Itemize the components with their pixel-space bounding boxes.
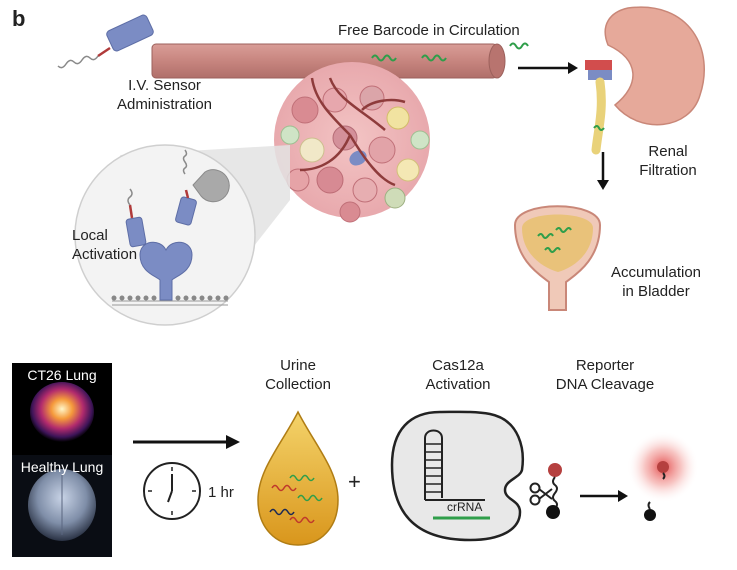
- kidney-icon: [585, 6, 705, 155]
- urine-drop-icon: [257, 410, 339, 546]
- bladder-icon: [513, 205, 602, 311]
- tumor-cluster: [274, 62, 430, 223]
- cas-label-line1: Cas12a: [432, 357, 484, 374]
- accum-label-line2: in Bladder: [622, 283, 690, 300]
- healthy-label: Healthy Lung: [20, 459, 104, 475]
- local-activation-inset: [74, 144, 256, 326]
- reporter-label-line1: Reporter: [575, 357, 635, 374]
- iv-label-line1: I.V. Sensor: [128, 77, 201, 94]
- crrna-label: crRNA: [447, 500, 483, 514]
- accumulation-label: Accumulation in Bladder: [600, 263, 712, 301]
- protease-icon: [192, 169, 230, 203]
- ct26-label: CT26 Lung: [27, 367, 97, 383]
- local-activation-label: Local Activation: [72, 226, 140, 264]
- renal-label-line1: Renal: [648, 143, 688, 160]
- sensor-syringe-icon: [57, 14, 154, 69]
- cas12a-label: Cas12a Activation: [415, 356, 501, 394]
- panel-label: b: [12, 6, 26, 31]
- ct26-lung-image: [12, 363, 112, 455]
- local-label-line1: Local: [72, 227, 108, 244]
- cas12a-icon: [390, 410, 524, 542]
- free-barcode-icon: [509, 42, 529, 50]
- urine-label-line2: Collection: [265, 376, 331, 393]
- urine-label: Urine Collection: [254, 356, 342, 394]
- arrow-to-kidney: [518, 62, 578, 74]
- reporter-label: Reporter DNA Cleavage: [540, 356, 670, 394]
- accum-label-line1: Accumulation: [610, 264, 702, 281]
- renal-label-line2: Filtration: [639, 162, 697, 179]
- renal-label: Renal Filtration: [632, 142, 704, 180]
- arrow-to-bladder: [597, 152, 609, 190]
- clock-icon: [143, 462, 201, 520]
- time-label: 1 hr: [208, 484, 234, 501]
- scissors-icon: [529, 482, 553, 506]
- arrow-to-cleavage: [580, 490, 628, 502]
- urine-label-line1: Urine: [280, 357, 316, 374]
- cell-membrane: [111, 295, 229, 306]
- local-label-line2: Activation: [72, 246, 138, 263]
- arrow-to-urine: [133, 435, 240, 449]
- healthy-lung-image: [12, 455, 112, 557]
- free-barcode-label: Free Barcode in Circulation: [338, 22, 520, 39]
- blood-vessel: [151, 43, 506, 79]
- cleaved-reporter-icon: [627, 431, 699, 521]
- iv-label-line2: Administration: [116, 96, 213, 113]
- cas-label-line2: Activation: [425, 376, 491, 393]
- plus-sign: +: [348, 469, 361, 494]
- iv-label: I.V. Sensor Administration: [107, 76, 222, 114]
- receptor-icon: [139, 241, 193, 301]
- reporter-probe-icon: [546, 463, 562, 519]
- reporter-label-line2: DNA Cleavage: [555, 376, 655, 393]
